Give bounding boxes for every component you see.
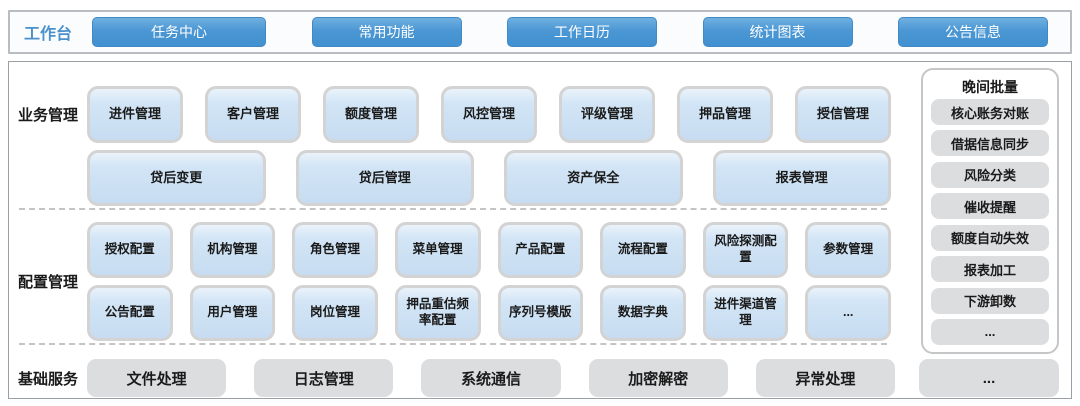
section-config: 配置管理 授权配置机构管理角色管理菜单管理产品配置流程配置风险探测配置参数管理 … xyxy=(9,222,891,341)
module-box[interactable]: 资产保全 xyxy=(504,150,683,206)
service-button[interactable]: 异常处理 xyxy=(755,359,896,397)
batch-item[interactable]: 风险分类 xyxy=(931,161,1049,188)
service-button[interactable]: 系统通信 xyxy=(421,359,561,397)
section-divider xyxy=(19,343,887,345)
module-box[interactable]: ... xyxy=(805,285,891,341)
module-box[interactable]: 进件渠道管理 xyxy=(702,285,789,341)
module-box[interactable]: 风险探测配置 xyxy=(702,222,789,278)
section-label-business: 业务管理 xyxy=(17,107,78,124)
module-box[interactable]: 用户管理 xyxy=(189,285,276,341)
module-box[interactable]: 贷后变更 xyxy=(87,150,266,206)
base-services-row: 文件处理日志管理系统通信加密解密异常处理 xyxy=(87,359,896,397)
section-business: 业务管理 进件管理客户管理额度管理风控管理评级管理押品管理授信管理 贷后变更贷后… xyxy=(9,86,891,206)
module-box[interactable]: 数据字典 xyxy=(600,285,686,341)
top-nav-button[interactable]: 统计图表 xyxy=(702,17,853,47)
modules-panel: 业务管理 进件管理客户管理额度管理风控管理评级管理押品管理授信管理 贷后变更贷后… xyxy=(8,61,1072,399)
module-box[interactable]: 客户管理 xyxy=(205,86,301,143)
night-batch-title: 晚间批量 xyxy=(962,79,1018,95)
business-row-1: 进件管理客户管理额度管理风控管理评级管理押品管理授信管理 xyxy=(87,86,891,143)
module-box[interactable]: 贷后管理 xyxy=(295,150,474,206)
module-box[interactable]: 序列号模版 xyxy=(497,285,584,341)
section-label-config: 配置管理 xyxy=(17,274,78,291)
top-nav-button[interactable]: 工作日历 xyxy=(507,17,657,47)
module-box[interactable]: 授信管理 xyxy=(795,86,891,143)
section-label-base: 基础服务 xyxy=(17,370,78,388)
config-row-2: 公告配置用户管理岗位管理押品重估频率配置序列号模版数据字典进件渠道管理... xyxy=(87,285,891,341)
batch-item[interactable]: 借据信息同步 xyxy=(931,130,1049,157)
top-nav-button[interactable]: 常用功能 xyxy=(311,17,462,47)
module-box[interactable]: 机构管理 xyxy=(189,222,276,278)
module-box[interactable]: 角色管理 xyxy=(292,222,378,278)
batch-item[interactable]: ... xyxy=(931,318,1049,345)
service-button[interactable]: 日志管理 xyxy=(254,359,394,397)
service-button[interactable]: 加密解密 xyxy=(588,359,728,397)
business-row-2: 贷后变更贷后管理资产保全报表管理 xyxy=(87,150,891,206)
workbench-bar: 工作台 任务中心 常用功能 工作日历 统计图表 公告信息 xyxy=(8,10,1072,54)
batch-item[interactable]: 催收提醒 xyxy=(931,193,1049,220)
module-box[interactable]: 流程配置 xyxy=(600,222,686,278)
batch-item[interactable]: 下游卸数 xyxy=(931,287,1049,314)
service-button[interactable]: 文件处理 xyxy=(87,359,227,397)
workbench-label: 工作台 xyxy=(24,26,73,43)
section-divider xyxy=(19,208,887,210)
config-row-1: 授权配置机构管理角色管理菜单管理产品配置流程配置风险探测配置参数管理 xyxy=(87,222,891,278)
module-box[interactable]: 风控管理 xyxy=(441,86,537,143)
service-more-button[interactable]: ... xyxy=(919,359,1059,397)
module-box[interactable]: 授权配置 xyxy=(87,222,173,278)
module-box[interactable]: 进件管理 xyxy=(87,86,183,143)
module-box[interactable]: 评级管理 xyxy=(559,86,655,143)
top-nav-button[interactable]: 公告信息 xyxy=(898,17,1048,47)
module-box[interactable]: 押品管理 xyxy=(677,86,773,143)
module-box[interactable]: 额度管理 xyxy=(323,86,419,143)
top-nav-button[interactable]: 任务中心 xyxy=(92,17,266,47)
batch-item[interactable]: 报表加工 xyxy=(931,256,1049,283)
workbench-nav: 任务中心 常用功能 工作日历 统计图表 公告信息 xyxy=(92,17,1048,47)
module-box[interactable]: 押品重估频率配置 xyxy=(394,285,481,341)
module-box[interactable]: 参数管理 xyxy=(805,222,891,278)
night-batch-list: 核心账务对账借据信息同步风险分类催收提醒额度自动失效报表加工下游卸数... xyxy=(931,99,1049,345)
module-box[interactable]: 公告配置 xyxy=(87,285,173,341)
night-batch-panel: 晚间批量 核心账务对账借据信息同步风险分类催收提醒额度自动失效报表加工下游卸数.… xyxy=(921,68,1059,354)
module-box[interactable]: 岗位管理 xyxy=(292,285,378,341)
module-box[interactable]: 产品配置 xyxy=(497,222,584,278)
batch-item[interactable]: 核心账务对账 xyxy=(931,99,1049,125)
module-box[interactable]: 菜单管理 xyxy=(394,222,481,278)
module-box[interactable]: 报表管理 xyxy=(712,150,891,206)
batch-item[interactable]: 额度自动失效 xyxy=(931,224,1049,251)
section-base-services: 基础服务 文件处理日志管理系统通信加密解密异常处理 ... xyxy=(9,359,1059,397)
